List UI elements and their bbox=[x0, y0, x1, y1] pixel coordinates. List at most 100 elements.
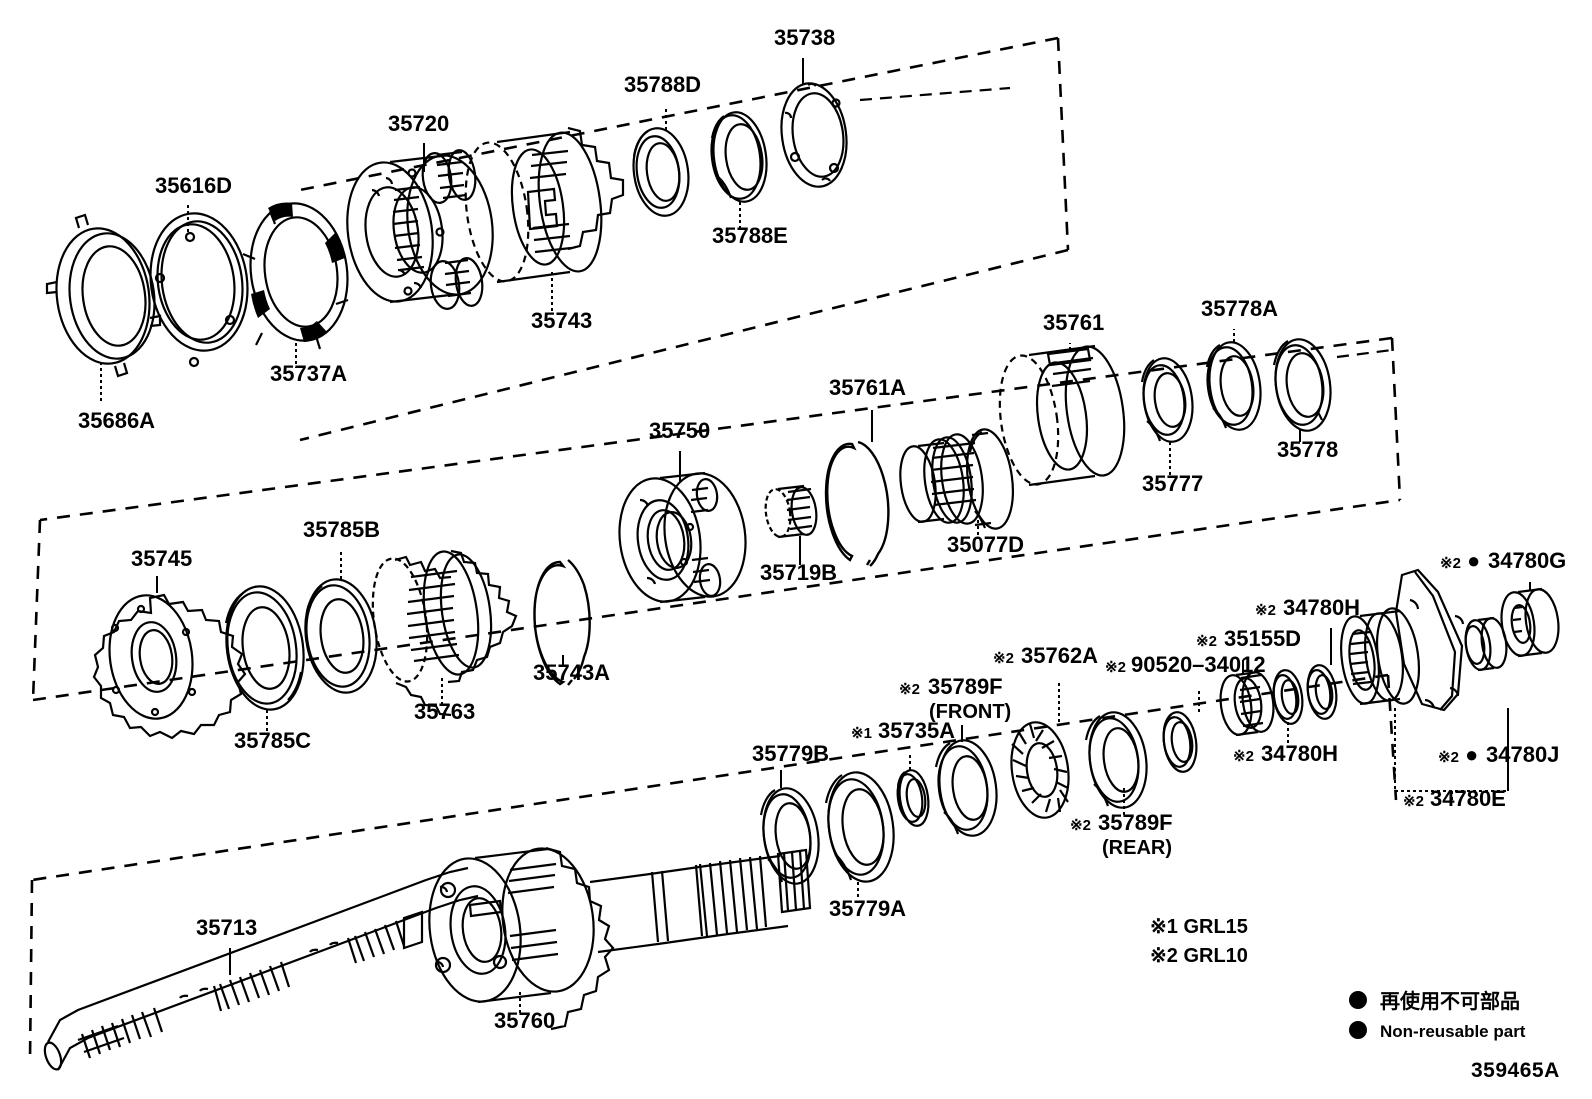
mark-prefix-34780J: ※2 bbox=[1438, 749, 1459, 766]
mark-prefix-34780G: ※2 bbox=[1440, 555, 1461, 572]
part-34780E-flange bbox=[1340, 568, 1465, 712]
part-35779B bbox=[759, 787, 820, 885]
legend-nonreusable-en: Non-reusable part bbox=[1380, 1022, 1526, 1041]
part-90520-34012 bbox=[1162, 711, 1198, 773]
label-35735A: 35735A bbox=[878, 718, 955, 743]
dot-symbol-34780G: ● bbox=[1467, 548, 1480, 573]
label-35750: 35750 bbox=[649, 418, 710, 443]
label-35763: 35763 bbox=[414, 699, 475, 724]
mark-prefix-90520: ※2 bbox=[1105, 659, 1126, 676]
label-group-34780H-lower: ※2 34780H bbox=[1233, 741, 1338, 766]
part-35743 bbox=[464, 126, 625, 284]
part-35719B bbox=[764, 484, 818, 539]
label-35155D: 35155D bbox=[1224, 626, 1301, 651]
part-35785C bbox=[224, 585, 305, 711]
label-35743: 35743 bbox=[531, 308, 592, 333]
legend-note-2: ※2 GRL10 bbox=[1150, 945, 1248, 967]
mark-prefix-35155D: ※2 bbox=[1196, 633, 1217, 650]
nonreusable-dot-icon-jp bbox=[1349, 991, 1367, 1009]
mark-prefix-35789F-rear: ※2 bbox=[1070, 817, 1091, 834]
label-35779B: 35779B bbox=[752, 741, 829, 766]
legend-note-1: ※1 GRL15 bbox=[1150, 916, 1248, 938]
part-34780H-b bbox=[1306, 664, 1338, 720]
label-35737A: 35737A bbox=[270, 361, 347, 386]
label-35778A: 35778A bbox=[1201, 296, 1278, 321]
part-35778A bbox=[1205, 341, 1262, 431]
label-group-34780H-upper: ※2 34780H bbox=[1255, 595, 1360, 620]
label-35713: 35713 bbox=[196, 915, 257, 940]
mark-prefix-35762A: ※2 bbox=[993, 650, 1014, 667]
part-35616D bbox=[149, 212, 249, 368]
label-35789F-rear: 35789F bbox=[1098, 810, 1173, 835]
mark-prefix-34780H-lower: ※2 bbox=[1233, 748, 1254, 765]
mark-prefix-34780H-upper: ※2 bbox=[1255, 602, 1276, 619]
part-35779A bbox=[824, 771, 895, 883]
group-middle-pointer bbox=[1336, 348, 1393, 359]
part-35785B bbox=[304, 578, 378, 694]
legend-nonreusable-jp: 再使用不可部品 bbox=[1380, 989, 1520, 1013]
part-35720 bbox=[346, 149, 494, 310]
part-35077D bbox=[899, 428, 1014, 530]
part-35738 bbox=[780, 82, 848, 188]
label-35788E: 35788E bbox=[712, 223, 788, 248]
part-34780H-a bbox=[1272, 669, 1304, 725]
group-top-pointer bbox=[859, 86, 1011, 102]
label-34780J: 34780J bbox=[1486, 742, 1559, 767]
mark-prefix-34780E: ※2 bbox=[1403, 793, 1424, 810]
label-35788D: 35788D bbox=[624, 72, 701, 97]
label-35720: 35720 bbox=[388, 111, 449, 136]
part-34780G bbox=[1464, 587, 1560, 672]
legend-grease-notes: ※1 GRL15 ※2 GRL10 bbox=[1150, 916, 1248, 967]
label-group-35762A: ※2 35762A bbox=[993, 643, 1098, 668]
part-35762A bbox=[1010, 721, 1070, 819]
page-code: 359465A bbox=[1471, 1059, 1560, 1082]
label-34780E: 34780E bbox=[1430, 786, 1506, 811]
label-group-34780E: ※2 34780E bbox=[1403, 786, 1506, 811]
part-35761 bbox=[998, 344, 1126, 487]
group-boundary-middle bbox=[31, 336, 1402, 702]
label-35760: 35760 bbox=[494, 1008, 555, 1033]
label-35779A: 35779A bbox=[829, 896, 906, 921]
label-35762A: 35762A bbox=[1021, 643, 1098, 668]
label-35778: 35778 bbox=[1277, 437, 1338, 462]
part-35788D bbox=[632, 127, 690, 217]
part-35686A bbox=[45, 213, 162, 378]
label-group-34780G: ※2 ● 34780G bbox=[1440, 548, 1566, 573]
label-35745: 35745 bbox=[131, 546, 192, 571]
mark-prefix-35735A: ※1 bbox=[851, 725, 872, 742]
label-group-35735A: ※1 35735A bbox=[851, 718, 955, 743]
nonreusable-dot-icon-en bbox=[1349, 1021, 1367, 1039]
label-35616D: 35616D bbox=[155, 173, 232, 198]
part-35778 bbox=[1272, 338, 1332, 432]
label-group-35789F-front: ※2 35789F (FRONT) bbox=[899, 674, 1011, 723]
label-35719B: 35719B bbox=[760, 560, 837, 585]
label-35777: 35777 bbox=[1142, 471, 1203, 496]
part-35777 bbox=[1140, 357, 1194, 443]
mark-prefix-35789F-front: ※2 bbox=[899, 681, 920, 698]
label-35743A: 35743A bbox=[533, 660, 610, 685]
label-35686A: 35686A bbox=[78, 408, 155, 433]
label-34780G: 34780G bbox=[1488, 548, 1566, 573]
label-group-35155D: ※2 35155D bbox=[1196, 626, 1301, 651]
part-35788E bbox=[710, 111, 768, 203]
dot-symbol-34780J: ● bbox=[1465, 742, 1478, 767]
label-35789F-front: 35789F bbox=[928, 674, 1003, 699]
label-35738: 35738 bbox=[774, 25, 835, 50]
label-35785B: 35785B bbox=[303, 517, 380, 542]
part-35735A bbox=[896, 769, 930, 827]
part-35763 bbox=[371, 549, 518, 717]
label-35077D: 35077D bbox=[947, 532, 1024, 557]
group-boundary-bottom bbox=[28, 673, 1398, 1061]
label-group-34780J: ※2 ● 34780J bbox=[1438, 742, 1559, 767]
legend-nonreusable: 再使用不可部品 Non-reusable part bbox=[1349, 989, 1526, 1041]
part-35745 bbox=[92, 593, 247, 740]
group-boundary-top bbox=[299, 36, 1070, 442]
label-35761: 35761 bbox=[1043, 310, 1104, 335]
part-35737A bbox=[242, 202, 349, 350]
part-35760 bbox=[428, 846, 812, 1031]
label-35761A: 35761A bbox=[829, 375, 906, 400]
label-35785C: 35785C bbox=[234, 728, 311, 753]
label-34780H-upper: 34780H bbox=[1283, 595, 1360, 620]
